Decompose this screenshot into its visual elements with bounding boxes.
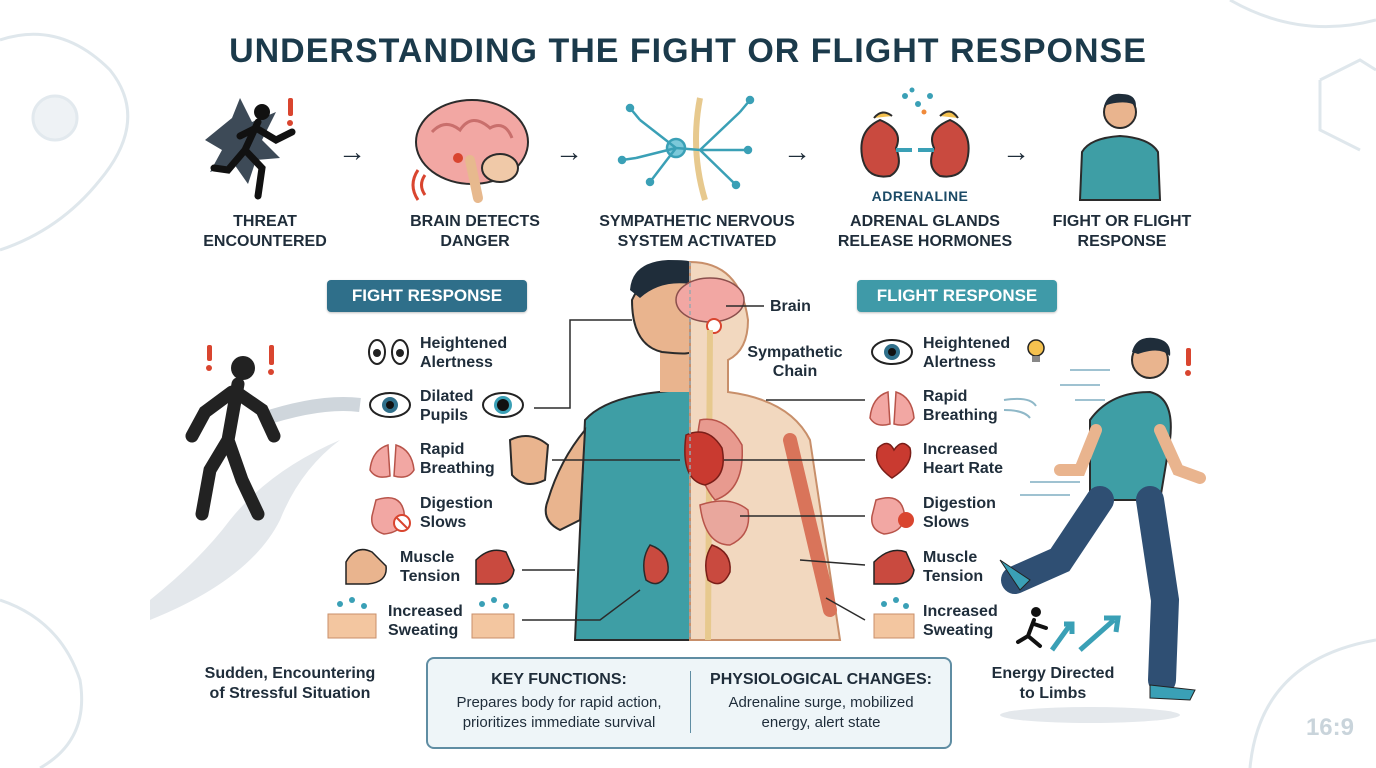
fight-item-breathing: Rapid Breathing <box>420 441 495 477</box>
muscle-icon-2 <box>873 549 915 585</box>
flight-response-badge: FLIGHT RESPONSE <box>857 280 1057 312</box>
fight-item-digestion: Digestion Slows <box>420 495 493 531</box>
running-figure <box>999 337 1206 723</box>
fight-item-pupils: Dilated Pupils <box>420 388 474 424</box>
key-functions-title: KEY FUNCTIONS: <box>491 671 627 688</box>
page-title: UNDERSTANDING THE FIGHT OR FLIGHT RESPON… <box>229 32 1147 70</box>
left-caption: Sudden, Encountering of Stressful Situat… <box>204 665 376 702</box>
kidneys-adrenal-icon <box>860 87 970 178</box>
flight-item-digestion: Digestion Slows <box>923 495 996 531</box>
step-arrow-2: → <box>555 136 583 167</box>
step-arrow-1: → <box>338 136 366 167</box>
fight-icons <box>327 339 524 639</box>
eye-alert-icon <box>871 339 913 365</box>
central-body-figure <box>508 260 842 641</box>
heart-icon <box>875 442 912 479</box>
step-label-nervous: SYMPATHETIC NERVOUS SYSTEM ACTIVATED <box>599 213 795 250</box>
step-arrow-4: → <box>1002 136 1030 167</box>
wind-icon <box>1003 397 1037 419</box>
flight-item-sweating: Increased Sweating <box>923 603 998 639</box>
muscle-icon <box>475 549 515 585</box>
skin-sweat-icon-2 <box>471 597 515 639</box>
fight-item-muscle: Muscle Tension <box>400 549 461 585</box>
step-label-response: FIGHT OR FLIGHT RESPONSE <box>1052 213 1192 250</box>
lightbulb-icon <box>1027 339 1045 362</box>
step-label-brain: BRAIN DETECTS DANGER <box>410 213 540 250</box>
fight-item-sweating: Increased Sweating <box>388 603 463 639</box>
flight-icons <box>869 339 1045 639</box>
person-icon <box>1078 93 1162 201</box>
key-summary-box: KEY FUNCTIONS: Prepares body for rapid a… <box>426 657 952 749</box>
lungs-icon <box>369 443 415 478</box>
skin-sweat-icon-3 <box>873 597 915 639</box>
sympathetic-chain-label: Sympathetic Chain <box>747 344 843 380</box>
adrenaline-label: ADRENALINE <box>871 188 969 204</box>
running-person-threat-icon <box>205 98 296 200</box>
eyes-alert-icon <box>368 339 409 365</box>
key-box-divider <box>690 671 691 733</box>
flight-item-muscle: Muscle Tension <box>923 549 984 585</box>
fight-response-badge: FIGHT RESPONSE <box>327 280 527 312</box>
step-arrow-3: → <box>783 136 811 167</box>
connector-lines <box>522 305 866 621</box>
brain-icon <box>411 99 529 203</box>
aspect-ratio-label: 16:9 <box>1305 714 1354 741</box>
brain-label: Brain <box>770 298 811 315</box>
physiological-changes-text: Adrenaline surge, mobilized energy, aler… <box>728 694 914 731</box>
eye-icon <box>369 392 411 418</box>
fight-item-alertness: Heightened Alertness <box>420 335 508 371</box>
stomach-icon-2 <box>871 497 914 535</box>
flight-item-heart-rate: Increased Heart Rate <box>923 441 1004 477</box>
flight-item-breathing: Rapid Breathing <box>923 388 998 424</box>
physiological-changes-column: PHYSIOLOGICAL CHANGES: Adrenaline surge,… <box>692 671 950 733</box>
run-energy-icon <box>1016 607 1121 652</box>
step-label-threat: THREAT ENCOUNTERED <box>203 213 327 250</box>
arm-flex-icon <box>345 548 387 585</box>
skin-sweat-icon <box>327 597 377 639</box>
right-caption: Energy Directed to Limbs <box>991 665 1115 702</box>
stressed-walking-figure <box>150 345 361 620</box>
stomach-icon <box>371 497 411 535</box>
eye-dilated-icon <box>482 392 524 418</box>
key-functions-text: Prepares body for rapid action, prioriti… <box>456 694 662 731</box>
key-functions-column: KEY FUNCTIONS: Prepares body for rapid a… <box>430 671 688 733</box>
flight-item-alertness: Heightened Alertness <box>923 335 1011 371</box>
neuron-icon <box>617 95 755 201</box>
physiological-changes-title: PHYSIOLOGICAL CHANGES: <box>710 671 932 688</box>
step-label-adrenal: ADRENAL GLANDS RELEASE HORMONES <box>837 213 1013 250</box>
lungs-icon-2 <box>869 390 915 426</box>
